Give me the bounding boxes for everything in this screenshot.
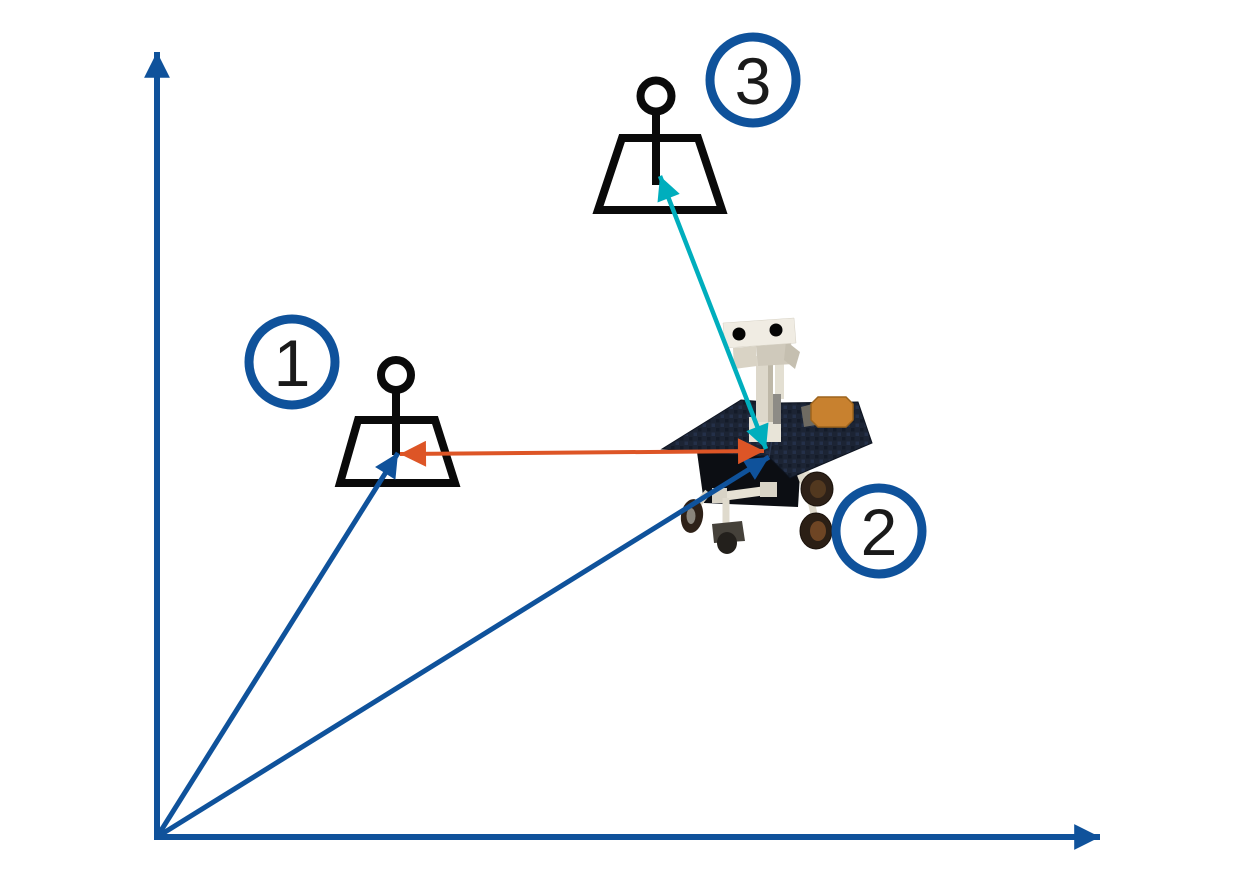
rover-secondary-mast-lower	[773, 394, 781, 424]
rover-wheel-front-small	[717, 532, 737, 554]
rover-camera-eye-left	[732, 327, 746, 341]
badge-2: 2	[831, 483, 927, 579]
badge-3: 3	[705, 32, 801, 128]
rover-camera-bracket-left	[733, 346, 757, 369]
rover-mast-column-shade	[768, 356, 773, 422]
position-vector-rover	[155, 454, 771, 840]
badge-3-ring	[705, 32, 801, 128]
badge-2-ring	[831, 483, 927, 579]
rover-secondary-mast	[775, 349, 784, 399]
coordinate-axes	[144, 52, 1100, 850]
person-landmark-icon-1	[334, 356, 461, 487]
rover-wheel-right-front-hub	[810, 521, 826, 541]
badge-1-ring	[244, 314, 340, 410]
range-arrow-rover-landmark3	[657, 175, 769, 450]
badge-2-label: 2	[861, 495, 898, 569]
badge-1-label: 1	[274, 326, 311, 400]
landmark1-head	[377, 356, 415, 394]
rover-camera-eye-right	[769, 323, 783, 337]
person-landmark-icon-3	[592, 76, 728, 214]
rover-wheel-right-middle-hub	[810, 480, 826, 498]
rover-antenna-dish	[810, 396, 854, 428]
range-arrow-rover-landmark1	[399, 438, 765, 467]
badge-3-label: 3	[735, 44, 772, 118]
rover-camera-hinge	[784, 341, 800, 369]
rover-wheel-left-hub	[686, 508, 696, 524]
badge-1: 1	[244, 314, 340, 410]
rover-strut-joint-right	[760, 482, 777, 497]
position-vector-landmark1	[154, 451, 401, 839]
landmark3-head	[636, 76, 676, 116]
position-vectors	[154, 451, 771, 840]
